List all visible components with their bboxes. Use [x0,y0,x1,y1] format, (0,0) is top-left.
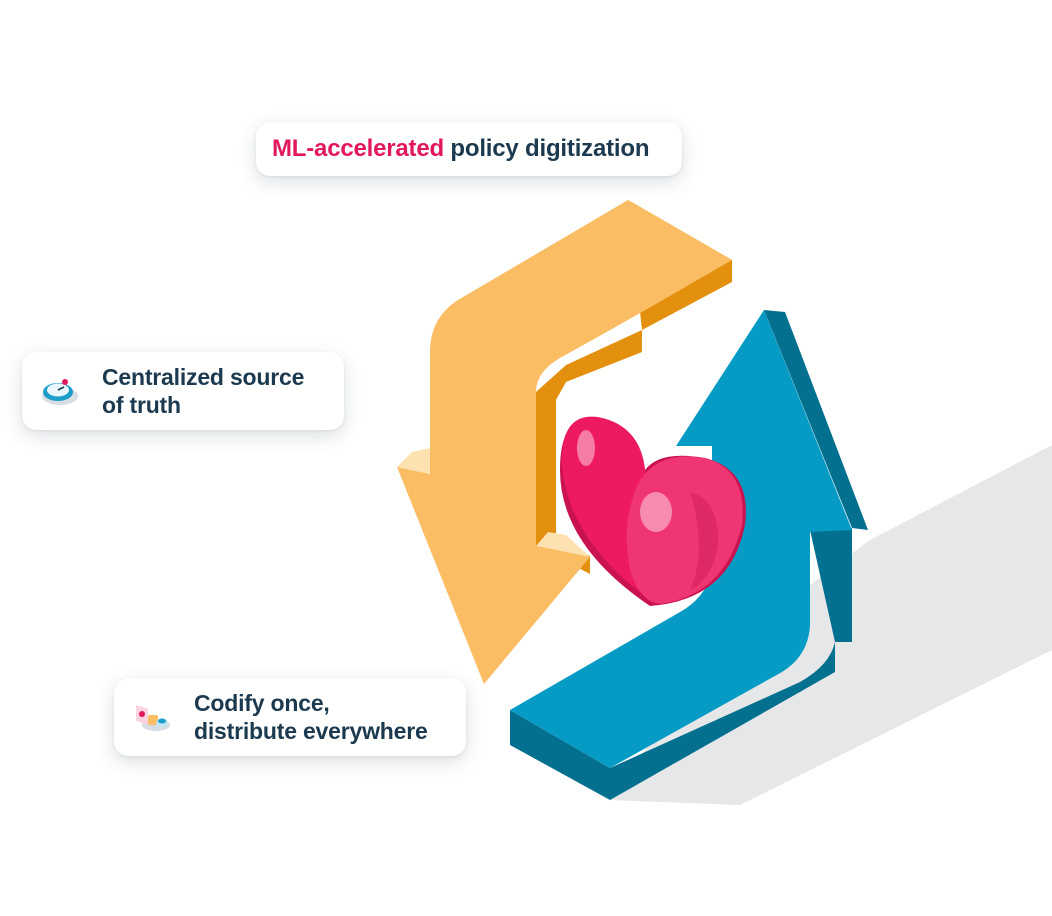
source-of-truth-line2: of truth [102,392,181,418]
codify-distribute-card: Codify once, distribute everywhere [114,678,466,756]
codify-line2: distribute everywhere [194,718,428,744]
distribution-icon [136,705,170,731]
ml-accelerated-highlight: ML-accelerated [272,135,444,162]
heart [560,416,746,606]
stopwatch-icon [42,379,78,405]
policy-digitization-card: ML-accelerated policy digitization [256,122,682,176]
source-of-truth-card: Centralized source of truth [22,352,344,430]
source-of-truth-line1: Centralized source [102,364,305,390]
orange-arrow [397,200,732,684]
floor-shadow [610,445,1052,805]
policy-digitization-text: policy digitization [450,135,650,162]
codify-line1: Codify once, [194,690,330,716]
blue-arrow [510,310,868,800]
